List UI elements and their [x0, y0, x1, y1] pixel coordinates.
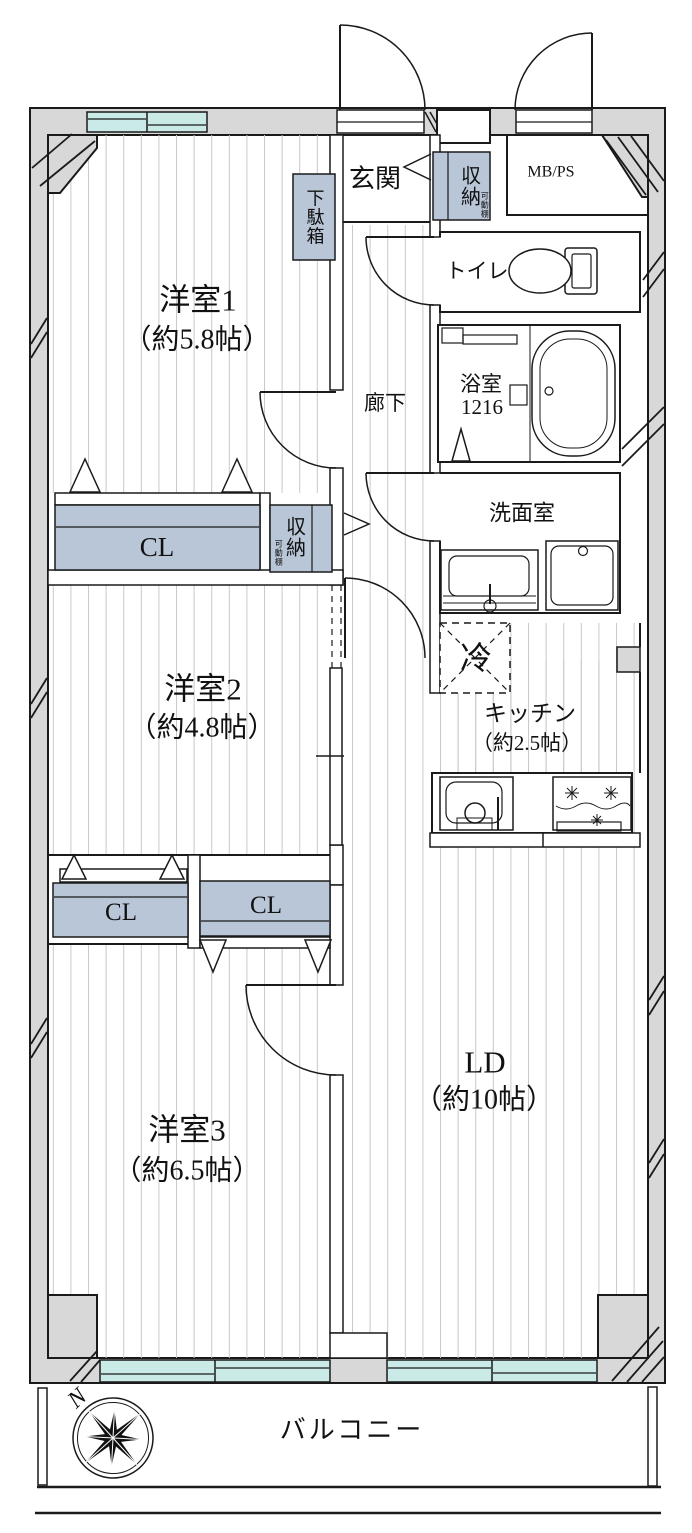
windows — [86, 111, 598, 1383]
cl3-box — [199, 880, 331, 937]
washroom-door — [365, 472, 435, 542]
wall-hatch-marks — [30, 133, 665, 1383]
door-arcs — [245, 236, 435, 1076]
balcony-divider-right — [647, 1386, 658, 1487]
room-size-ld: （約10帖） — [413, 1084, 555, 1116]
closet-label-cl3: CL — [250, 891, 282, 919]
room-label-toilet: トイレ — [445, 258, 509, 283]
ld-door — [344, 577, 426, 659]
getabako-label: 下駄箱 — [304, 188, 325, 246]
cl1-box — [54, 504, 261, 571]
bath-door-fold — [451, 426, 471, 462]
room-size-youshitsu2: （約4.8帖） — [128, 712, 276, 744]
shunou-mid-label: 収納 — [282, 516, 305, 558]
room-label-youshitsu3: 洋室3 — [148, 1112, 226, 1148]
shunou-mid-sublabel: 可動棚 — [274, 539, 284, 567]
toilet-icon — [508, 247, 598, 295]
room-label-ld: LD — [464, 1044, 506, 1080]
balcony-divider-left — [37, 1387, 48, 1486]
room-size-youshitsu3: （約6.5帖） — [113, 1155, 261, 1187]
entrance-doors — [336, 24, 593, 144]
room-size-kitchen: （約2.5帖） — [471, 730, 583, 755]
toilet-room — [439, 231, 641, 313]
youshitsu2-sliding-door — [316, 585, 344, 846]
closet-label-cl1: CL — [139, 531, 175, 562]
open-direction-arrow — [343, 512, 371, 536]
compass-north-label: N — [62, 1382, 94, 1414]
balcony-label: バルコニー — [279, 1415, 425, 1445]
folding-door-marks — [60, 457, 333, 974]
kitchen-sink-icon — [439, 776, 514, 831]
cl2-box — [52, 882, 189, 938]
room-label-senmen: 洗面室 — [488, 500, 556, 526]
vanity-sink-icon — [440, 549, 539, 613]
room-label-youshitsu1: 洋室1 — [159, 282, 237, 318]
getabako-box — [292, 173, 336, 261]
stove-icon — [552, 776, 632, 832]
balcony-zone — [35, 1386, 661, 1515]
kitchen-zone — [429, 622, 641, 848]
open-direction-arrow — [402, 153, 432, 181]
floor-boards — [48, 135, 646, 1358]
room-size-youshitsu1: （約5.8帖） — [123, 324, 271, 356]
mbps-wall — [506, 135, 648, 216]
kitchen-counter — [429, 772, 641, 848]
shunou-top-label: 収納 — [457, 165, 480, 207]
youshitsu3-door — [245, 984, 337, 1076]
shunou-top-sublabel: 可動棚 — [480, 191, 490, 219]
shunou-top-box — [402, 151, 491, 221]
closets — [52, 151, 491, 974]
room-label-mbps: MB/PS — [527, 163, 575, 181]
closet-label-cl2: CL — [105, 898, 137, 926]
bathtub-icon — [531, 330, 616, 457]
entrance-porch — [436, 109, 491, 144]
bathroom — [437, 324, 621, 463]
shunou-mid-box — [269, 504, 371, 573]
washer-pan-icon — [545, 540, 619, 611]
toilet-door — [365, 236, 435, 306]
room-label-kitchen: キッチン — [484, 700, 576, 726]
washroom — [439, 472, 621, 614]
youshitsu1-door — [259, 391, 337, 469]
room-label-bath-size: 1216 — [461, 394, 503, 419]
fridge-box — [439, 622, 511, 694]
room-label-rouka: 廊下 — [364, 390, 406, 415]
room-label-youshitsu2: 洋室2 — [164, 671, 242, 707]
fridge-label: 冷 — [459, 640, 493, 677]
room-label-bath: 浴室 — [460, 371, 502, 396]
room-label-genkan: 玄関 — [348, 164, 402, 194]
